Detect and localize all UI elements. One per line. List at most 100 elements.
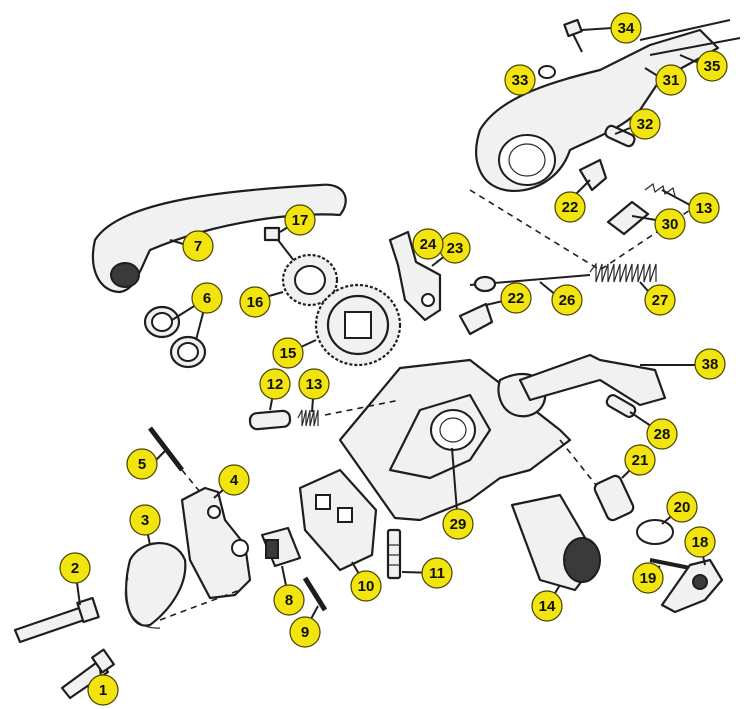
callout-2: 2 [59,552,91,584]
callout-8-label: 8 [285,592,293,609]
callout-15: 15 [272,337,304,369]
callout-4-label: 4 [230,472,239,489]
callout-15-label: 15 [280,345,297,362]
callout-9-label: 9 [301,624,309,641]
dashed-guide-12 [324,399,401,416]
callout-11: 11 [421,557,453,589]
callout-32: 32 [629,108,661,140]
callout-8: 8 [273,584,305,616]
callout-26: 26 [551,284,583,316]
switch-8 [260,526,302,568]
callout-13-upper-label: 13 [696,200,713,217]
callout-19-label: 19 [640,570,657,587]
screw-11 [386,528,402,580]
bracket-4 [180,486,252,600]
callout-17-label: 17 [292,212,309,229]
ring-20 [636,519,674,545]
callout-7: 7 [182,230,214,262]
callout-13-lower: 13 [298,368,330,400]
callout-10: 10 [350,570,382,602]
nut-33 [538,65,556,79]
lever-23-24 [388,230,442,322]
callout-22-upper: 22 [554,191,586,223]
gear-15 [314,283,402,367]
callout-26-label: 26 [559,292,576,309]
pin-19 [649,558,691,570]
callout-20-label: 20 [674,499,691,516]
callout-23-label: 23 [447,240,464,257]
lever-38 [518,353,695,407]
callout-6-label: 6 [203,290,211,307]
callout-3-label: 3 [141,512,149,529]
dashed-guide-3 [159,589,241,621]
block-10 [298,468,378,572]
callout-6: 6 [191,282,223,314]
callout-35-label: 35 [704,58,721,75]
callout-32-label: 32 [637,116,654,133]
pin-9 [302,576,328,612]
pin-12 [248,409,292,431]
callout-17: 17 [284,204,316,236]
callout-34-label: 34 [618,20,635,37]
callout-18: 18 [684,526,716,558]
callout-22-upper-label: 22 [562,199,579,216]
callout-16: 16 [239,286,271,318]
callout-34: 34 [610,12,642,44]
callout-14: 14 [531,590,563,622]
callout-1-label: 1 [99,682,107,699]
callout-20: 20 [666,491,698,523]
gear-16 [281,253,339,307]
shaft-21 [559,439,635,522]
callout-18-label: 18 [692,534,709,551]
callout-27-label: 27 [652,292,669,309]
callout-7-label: 7 [194,238,202,255]
callout-22-lower-label: 22 [508,290,525,307]
callout-12-label: 12 [267,376,284,393]
cam-18 [660,558,724,614]
callout-13-lower-label: 13 [306,376,323,393]
callout-16-label: 16 [247,294,264,311]
clamp-3 [124,542,187,629]
spring-13-lower [297,409,319,427]
callout-9: 9 [289,616,321,648]
control-arm-31 [475,19,741,193]
callout-24: 24 [412,228,444,260]
spring-13-upper [644,182,676,197]
callout-24-label: 24 [420,236,437,253]
callout-11-label: 11 [429,565,445,582]
callout-29-label: 29 [450,516,467,533]
bolt-2 [13,596,100,644]
callout-1: 1 [87,674,119,706]
callout-30-label: 30 [662,216,679,233]
callout-33-label: 33 [512,72,529,89]
callout-28: 28 [646,418,678,450]
callout-31-label: 31 [663,72,680,89]
callout-30: 30 [654,208,686,240]
callout-38: 38 [694,348,726,380]
callout-28-label: 28 [654,426,671,443]
pin-5 [148,426,201,493]
callout-21-label: 21 [632,452,649,469]
spring-27 [589,262,657,283]
callout-29: 29 [442,508,474,540]
callout-14-label: 14 [539,598,556,615]
callout-33: 33 [504,64,536,96]
bushings-6 [143,305,207,369]
bolt-34 [563,18,583,53]
callout-5: 5 [126,448,158,480]
callout-2-label: 2 [71,560,79,577]
callout-38-label: 38 [702,356,719,373]
main-housing [338,358,572,522]
link-22-lower [458,302,494,336]
bolt-17 [263,226,296,263]
block-30 [606,200,650,236]
callout-22-lower: 22 [500,282,532,314]
callout-27: 27 [644,284,676,316]
callout-3: 3 [129,504,161,536]
rod-26 [469,274,591,293]
callout-5-label: 5 [138,456,146,473]
callout-19: 19 [632,562,664,594]
callout-4: 4 [218,464,250,496]
bolt-1 [60,648,115,700]
